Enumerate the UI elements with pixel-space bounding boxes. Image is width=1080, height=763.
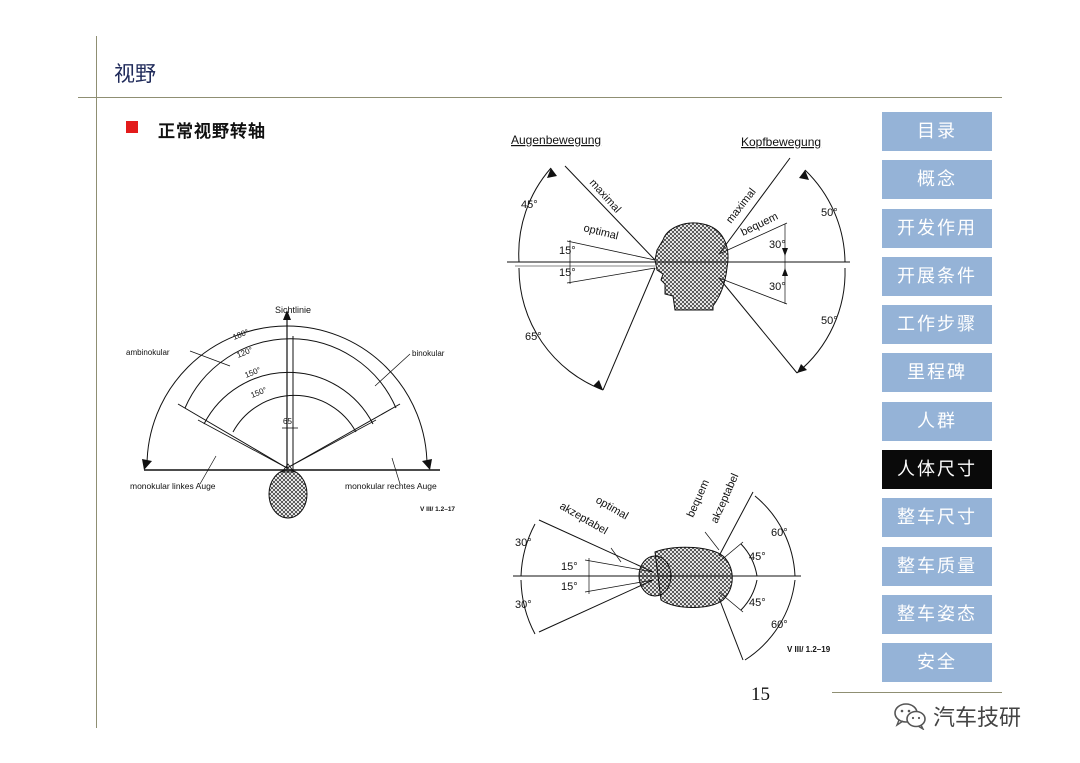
bequem-label: bequem: [685, 478, 712, 519]
value-65-label: 65: [283, 417, 292, 426]
nav-item-vehicle-dimensions[interactable]: 整车尺寸: [882, 498, 992, 538]
angle-45-label: 45°: [521, 199, 538, 211]
kopfbewegung-heading: Kopfbewegung: [741, 135, 821, 149]
angle-15-lower-label: 15°: [559, 267, 576, 279]
angle-50-lower-label: 50°: [821, 315, 838, 327]
nav-item-conditions[interactable]: 开展条件: [882, 256, 992, 296]
angle-30-upper-label: 30°: [769, 239, 786, 251]
footer-rule: [832, 692, 1002, 693]
visual-field-diagram: Sichtlinie ambinokular binokular 180° 12…: [126, 305, 455, 519]
angle-45-upper-label: 45°: [749, 551, 766, 563]
reference-label: V III/ 1.2–19: [787, 645, 831, 654]
header-rule: [78, 97, 1002, 98]
angle-150-label: 150°: [249, 385, 268, 400]
nav-item-safety[interactable]: 安全: [882, 643, 992, 683]
nav-item-concept[interactable]: 概念: [882, 160, 992, 200]
angle-15-upper-label: 15°: [559, 245, 576, 257]
monokular-right-label: monokular rechtes Auge: [345, 481, 437, 491]
section-subtitle: 正常视野转轴: [158, 122, 266, 142]
page-title: 视野: [114, 62, 156, 86]
akzeptabel-right-label: akzeptabel: [709, 472, 742, 525]
angle-30-lower-label: 30°: [769, 281, 786, 293]
vertical-movement-diagram: optimal akzeptabel bequem akzeptabel 30°…: [513, 472, 831, 661]
angle-180-label: 180°: [231, 327, 250, 342]
ambinokular-label: ambinokular: [126, 348, 170, 357]
bequem-label: bequem: [739, 210, 780, 238]
nav-item-vehicle-mass[interactable]: 整车质量: [882, 546, 992, 586]
red-bullet-icon: [126, 121, 138, 133]
eye-head-movement-diagram: Augenbewegung Kopfbewegung maximal optim…: [507, 133, 850, 391]
nav-item-population[interactable]: 人群: [882, 401, 992, 441]
wechat-icon: [894, 703, 926, 730]
optimal-label: optimal: [594, 494, 631, 522]
brand-name: 汽车技研: [933, 706, 1022, 731]
angle-50-upper-label: 50°: [821, 207, 838, 219]
angle-150-label: 150°: [243, 365, 262, 380]
nav-item-body-dimensions[interactable]: 人体尺寸: [882, 450, 992, 490]
maximal-left-label: maximal: [587, 177, 623, 215]
side-navigation: 目录 概念 开发作用 开展条件 工作步骤 里程碑 人群 人体尺寸 整车尺寸 整车…: [882, 112, 992, 692]
vertical-rule: [96, 36, 97, 728]
nav-item-work-steps[interactable]: 工作步骤: [882, 305, 992, 345]
nav-item-contents[interactable]: 目录: [882, 112, 992, 151]
angle-60-lower-label: 60°: [771, 619, 788, 631]
angle-15-upper-label: 15°: [561, 561, 578, 573]
page-number: 15: [751, 684, 770, 705]
reference-label: V III/ 1.2–17: [420, 506, 455, 513]
binokular-label: binokular: [412, 349, 445, 358]
angle-65-label: 65°: [525, 331, 542, 343]
sichtlinie-label: Sichtlinie: [275, 305, 311, 315]
nav-item-milestones[interactable]: 里程碑: [882, 353, 992, 393]
nav-item-vehicle-attitude[interactable]: 整车姿态: [882, 594, 992, 634]
angle-45-lower-label: 45°: [749, 597, 766, 609]
nav-item-development-role[interactable]: 开发作用: [882, 208, 992, 248]
optimal-label: optimal: [582, 222, 619, 242]
augenbewegung-heading: Augenbewegung: [511, 133, 601, 147]
angle-60-upper-label: 60°: [771, 527, 788, 539]
monokular-left-label: monokular linkes Auge: [130, 481, 216, 491]
angle-30-upper-label: 30°: [515, 537, 532, 549]
angle-120-label: 120°: [235, 345, 254, 360]
brand-watermark: 汽车技研: [893, 700, 1021, 732]
angle-15-lower-label: 15°: [561, 581, 578, 593]
angle-30-lower-label: 30°: [515, 599, 532, 611]
